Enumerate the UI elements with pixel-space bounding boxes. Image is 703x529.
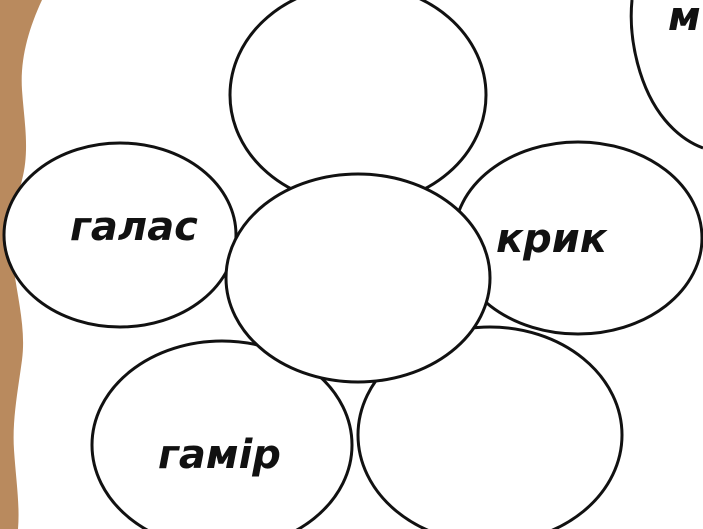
petal-word-bottom-left: гамір (158, 432, 281, 478)
petal-bottom-right (356, 325, 624, 529)
corner-word-fragment: м (668, 0, 701, 40)
decorative-border-strip (0, 0, 42, 529)
petal-left (2, 141, 238, 329)
petal-word-right: крик (496, 216, 608, 262)
flower-center (224, 172, 492, 384)
corner-flower-fragment (629, 0, 703, 150)
petal-word-left: галас (70, 204, 198, 250)
petal-bottom-left (90, 339, 354, 529)
